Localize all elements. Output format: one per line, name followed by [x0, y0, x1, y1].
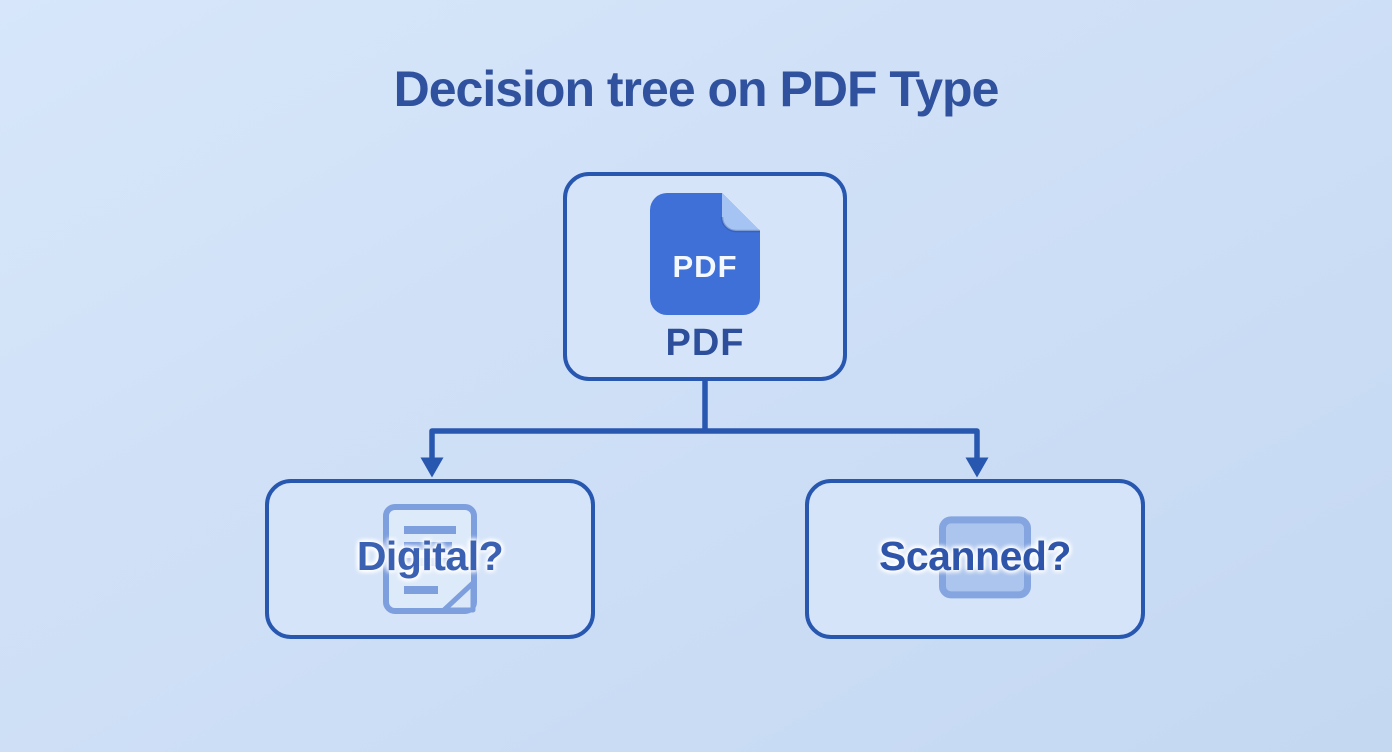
arrowhead-left-icon [420, 457, 444, 478]
node-digital-label: Digital? [356, 533, 504, 580]
connector-branch [429, 428, 980, 461]
page-title: Decision tree on PDF Type [393, 61, 1000, 117]
pdf-file-fold-edge [720, 216, 760, 232]
digital-document-icon [383, 504, 477, 614]
node-pdf: PDF PDF [563, 172, 847, 381]
arrowhead-right-icon [965, 457, 989, 478]
pdf-icon-text: PDF [672, 248, 738, 284]
node-scanned-label: Scanned? [879, 533, 1071, 580]
pdf-file-fold [722, 192, 760, 231]
node-pdf-label: PDF [665, 321, 745, 364]
pdf-file-icon: PDF [650, 192, 760, 315]
node-scanned: Scanned? [805, 479, 1145, 639]
node-digital: Digital? [265, 479, 595, 639]
scanned-square-icon [939, 516, 1031, 599]
